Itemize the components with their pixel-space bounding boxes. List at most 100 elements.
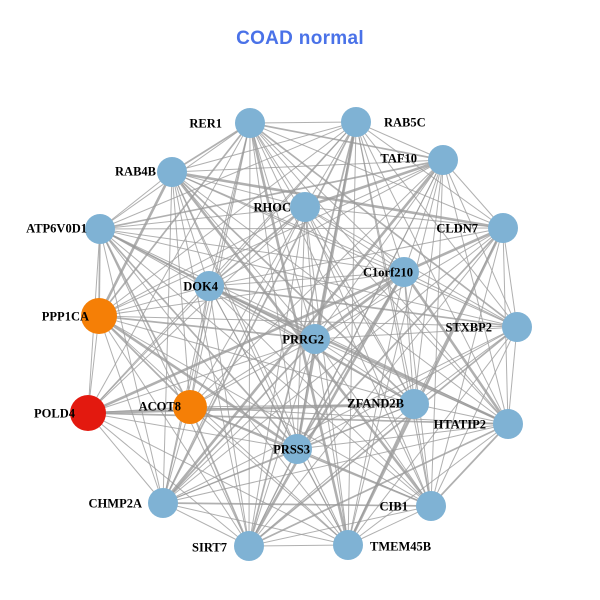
graph-node-rer1[interactable] [235, 108, 265, 138]
graph-node-label: TMEM45B [370, 540, 431, 554]
node-layer [70, 107, 532, 561]
graph-node-c1orf210[interactable] [389, 257, 419, 287]
graph-edge [162, 448, 298, 504]
graph-node-label: PPP1CA [42, 310, 89, 324]
graph-edge [413, 227, 504, 405]
graph-edge [355, 121, 518, 328]
graph-edge [99, 228, 250, 547]
graph-edge [171, 171, 298, 450]
graph-edge [413, 403, 432, 507]
graph-edge [355, 121, 444, 161]
graph-edge [98, 315, 250, 547]
graph-node-label: POLD4 [34, 407, 76, 421]
graph-edge [87, 412, 164, 504]
graph-edge [507, 326, 518, 425]
graph-node-htatip2[interactable] [493, 409, 523, 439]
graph-edge [162, 206, 306, 504]
graph-edge [355, 121, 405, 273]
graph-edge [208, 159, 444, 287]
graph-node-zfand2b[interactable] [399, 389, 429, 419]
graph-node-pold4[interactable] [70, 395, 106, 431]
graph-node-label: TAF10 [380, 152, 417, 166]
graph-edge [247, 271, 406, 547]
graph-node-acot8[interactable] [173, 390, 207, 424]
graph-edge [87, 412, 298, 450]
graph-edge [171, 171, 509, 425]
graph-edge [304, 206, 432, 507]
graph-edge [99, 206, 306, 230]
graph-edge [413, 159, 444, 405]
graph-node-atp6v0d1[interactable] [85, 214, 115, 244]
graph-edge [314, 270, 405, 341]
graph-edge [208, 285, 432, 507]
graph-node-cib1[interactable] [416, 491, 446, 521]
graph-edge [208, 285, 298, 450]
graph-node-chmp2a[interactable] [148, 488, 178, 518]
graph-edge [249, 121, 357, 124]
graph-edge [171, 171, 306, 208]
graph-edge [403, 271, 415, 405]
graph-edge [249, 122, 504, 229]
graph-edge [171, 170, 504, 230]
graph-node-rab5c[interactable] [341, 107, 371, 137]
graph-edge [171, 171, 210, 287]
page-title: COAD normal [236, 28, 364, 49]
graph-node-rab4b[interactable] [157, 157, 187, 187]
graph-edge [189, 406, 349, 546]
graph-edge [171, 171, 415, 405]
graph-edge [87, 270, 405, 415]
graph-edge [189, 271, 405, 408]
graph-edge [347, 403, 415, 546]
graph-edge [162, 121, 357, 504]
graph-edge [248, 544, 349, 547]
graph-node-label: CLDN7 [436, 222, 478, 236]
graph-edge [249, 122, 316, 340]
graph-node-label: CIB1 [380, 500, 408, 514]
graph-edge [98, 315, 164, 504]
graph-edge [98, 315, 191, 408]
graph-node-sirt7[interactable] [234, 531, 264, 561]
graph-edge [98, 315, 316, 340]
graph-edge [304, 206, 405, 273]
graph-node-label: DOK4 [183, 280, 218, 294]
graph-edge [99, 228, 349, 546]
graph-node-rhoc[interactable] [290, 192, 320, 222]
graph-edge [208, 122, 251, 287]
graph-edge [314, 159, 444, 340]
graph-edge [442, 159, 509, 425]
graph-edge [347, 505, 432, 546]
graph-edge [248, 206, 306, 547]
graph-edge [162, 423, 509, 504]
graph-node-prss3[interactable] [282, 434, 312, 464]
graph-node-dok4[interactable] [194, 271, 224, 301]
graph-edge [304, 206, 509, 425]
graph-edge [162, 122, 251, 504]
graph-edge [171, 121, 357, 173]
graph-edge [98, 206, 306, 317]
graph-node-cldn7[interactable] [488, 213, 518, 243]
graph-edge [98, 121, 357, 317]
graph-edge [87, 121, 357, 414]
graph-node-prrg2[interactable] [300, 324, 330, 354]
graph-edge [296, 448, 349, 546]
graph-edge [99, 228, 191, 408]
graph-edge [442, 159, 518, 328]
graph-node-stxbp2[interactable] [502, 312, 532, 342]
graph-edge [208, 121, 357, 287]
graph-edge [314, 326, 518, 340]
graph-node-taf10[interactable] [428, 145, 458, 175]
graph-node-label: SIRT7 [192, 541, 227, 555]
graph-edge [248, 505, 432, 547]
graph-edge [403, 271, 432, 507]
graph-edge [430, 423, 509, 507]
graph-edge [171, 171, 349, 546]
graph-edge [413, 326, 518, 405]
graph-node-tmem45b[interactable] [333, 530, 363, 560]
graph-edge [442, 159, 504, 229]
graph-edge [98, 315, 518, 328]
edge-layer [87, 121, 518, 547]
graph-edge [304, 206, 349, 546]
graph-node-ppp1ca[interactable] [81, 298, 117, 334]
